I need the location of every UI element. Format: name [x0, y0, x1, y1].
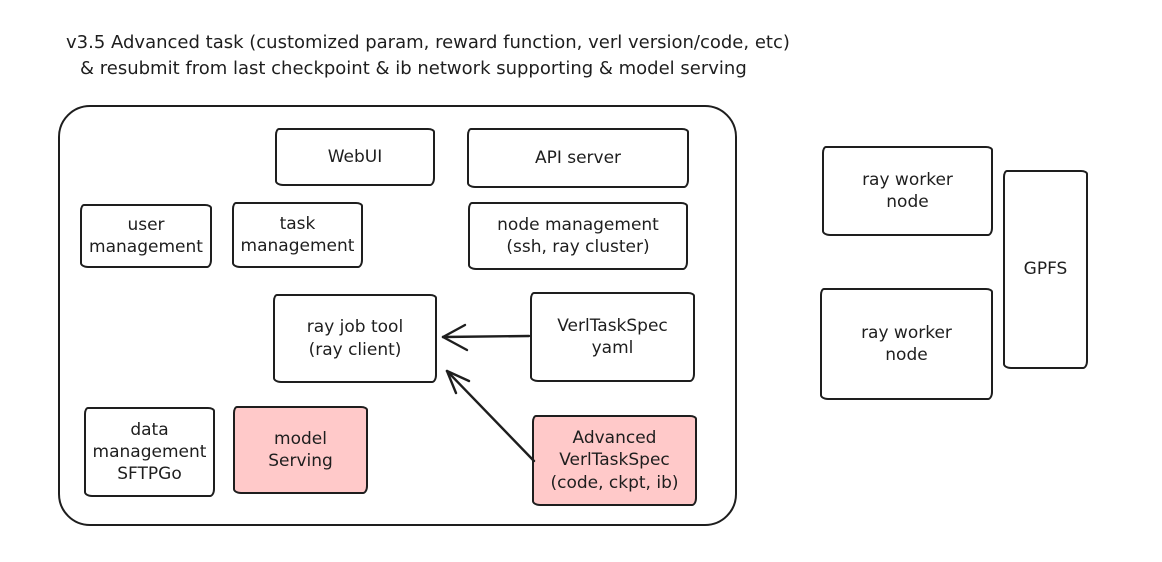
platform-container-frame: [58, 105, 737, 526]
advanced-verltaskspec-box: Advanced VerlTaskSpec (code, ckpt, ib): [532, 415, 697, 506]
task-management-label: task management: [240, 213, 355, 256]
node-management-box: node management (ssh, ray cluster): [468, 202, 688, 270]
verltaskspec-yaml-label: VerlTaskSpec yaml: [557, 315, 668, 358]
api-server-label: API server: [534, 147, 622, 168]
webui-label: WebUI: [327, 146, 383, 167]
data-management-box: data management SFTPGo: [84, 407, 215, 497]
ray-worker-node-1-box: ray worker node: [822, 146, 993, 236]
user-management-label: user management: [89, 214, 203, 257]
model-serving-box: model Serving: [233, 406, 368, 494]
ray-worker-node-2-label: ray worker node: [861, 322, 952, 365]
ray-job-tool-label: ray job tool (ray client): [306, 317, 404, 360]
ray-worker-node-1-label: ray worker node: [862, 169, 953, 212]
node-management-label: node management (ssh, ray cluster): [497, 214, 659, 257]
data-management-label: data management SFTPGo: [92, 419, 207, 485]
verltaskspec-yaml-box: VerlTaskSpec yaml: [530, 292, 695, 382]
title-line-2: & resubmit from last checkpoint & ib net…: [80, 58, 747, 79]
api-server-box: API server: [467, 128, 689, 188]
ray-job-tool-box: ray job tool (ray client): [273, 294, 437, 383]
gpfs-label: GPFS: [1023, 259, 1068, 280]
user-management-box: user management: [80, 204, 212, 268]
title-line-1: v3.5 Advanced task (customized param, re…: [66, 32, 790, 53]
diagram-title: v3.5 Advanced task (customized param, re…: [66, 30, 790, 82]
ray-worker-node-2-box: ray worker node: [820, 288, 993, 400]
task-management-box: task management: [232, 202, 363, 268]
gpfs-box: GPFS: [1003, 170, 1088, 369]
model-serving-label: model Serving: [268, 428, 333, 471]
advanced-verltaskspec-label: Advanced VerlTaskSpec (code, ckpt, ib): [550, 428, 679, 493]
webui-box: WebUI: [275, 128, 435, 186]
